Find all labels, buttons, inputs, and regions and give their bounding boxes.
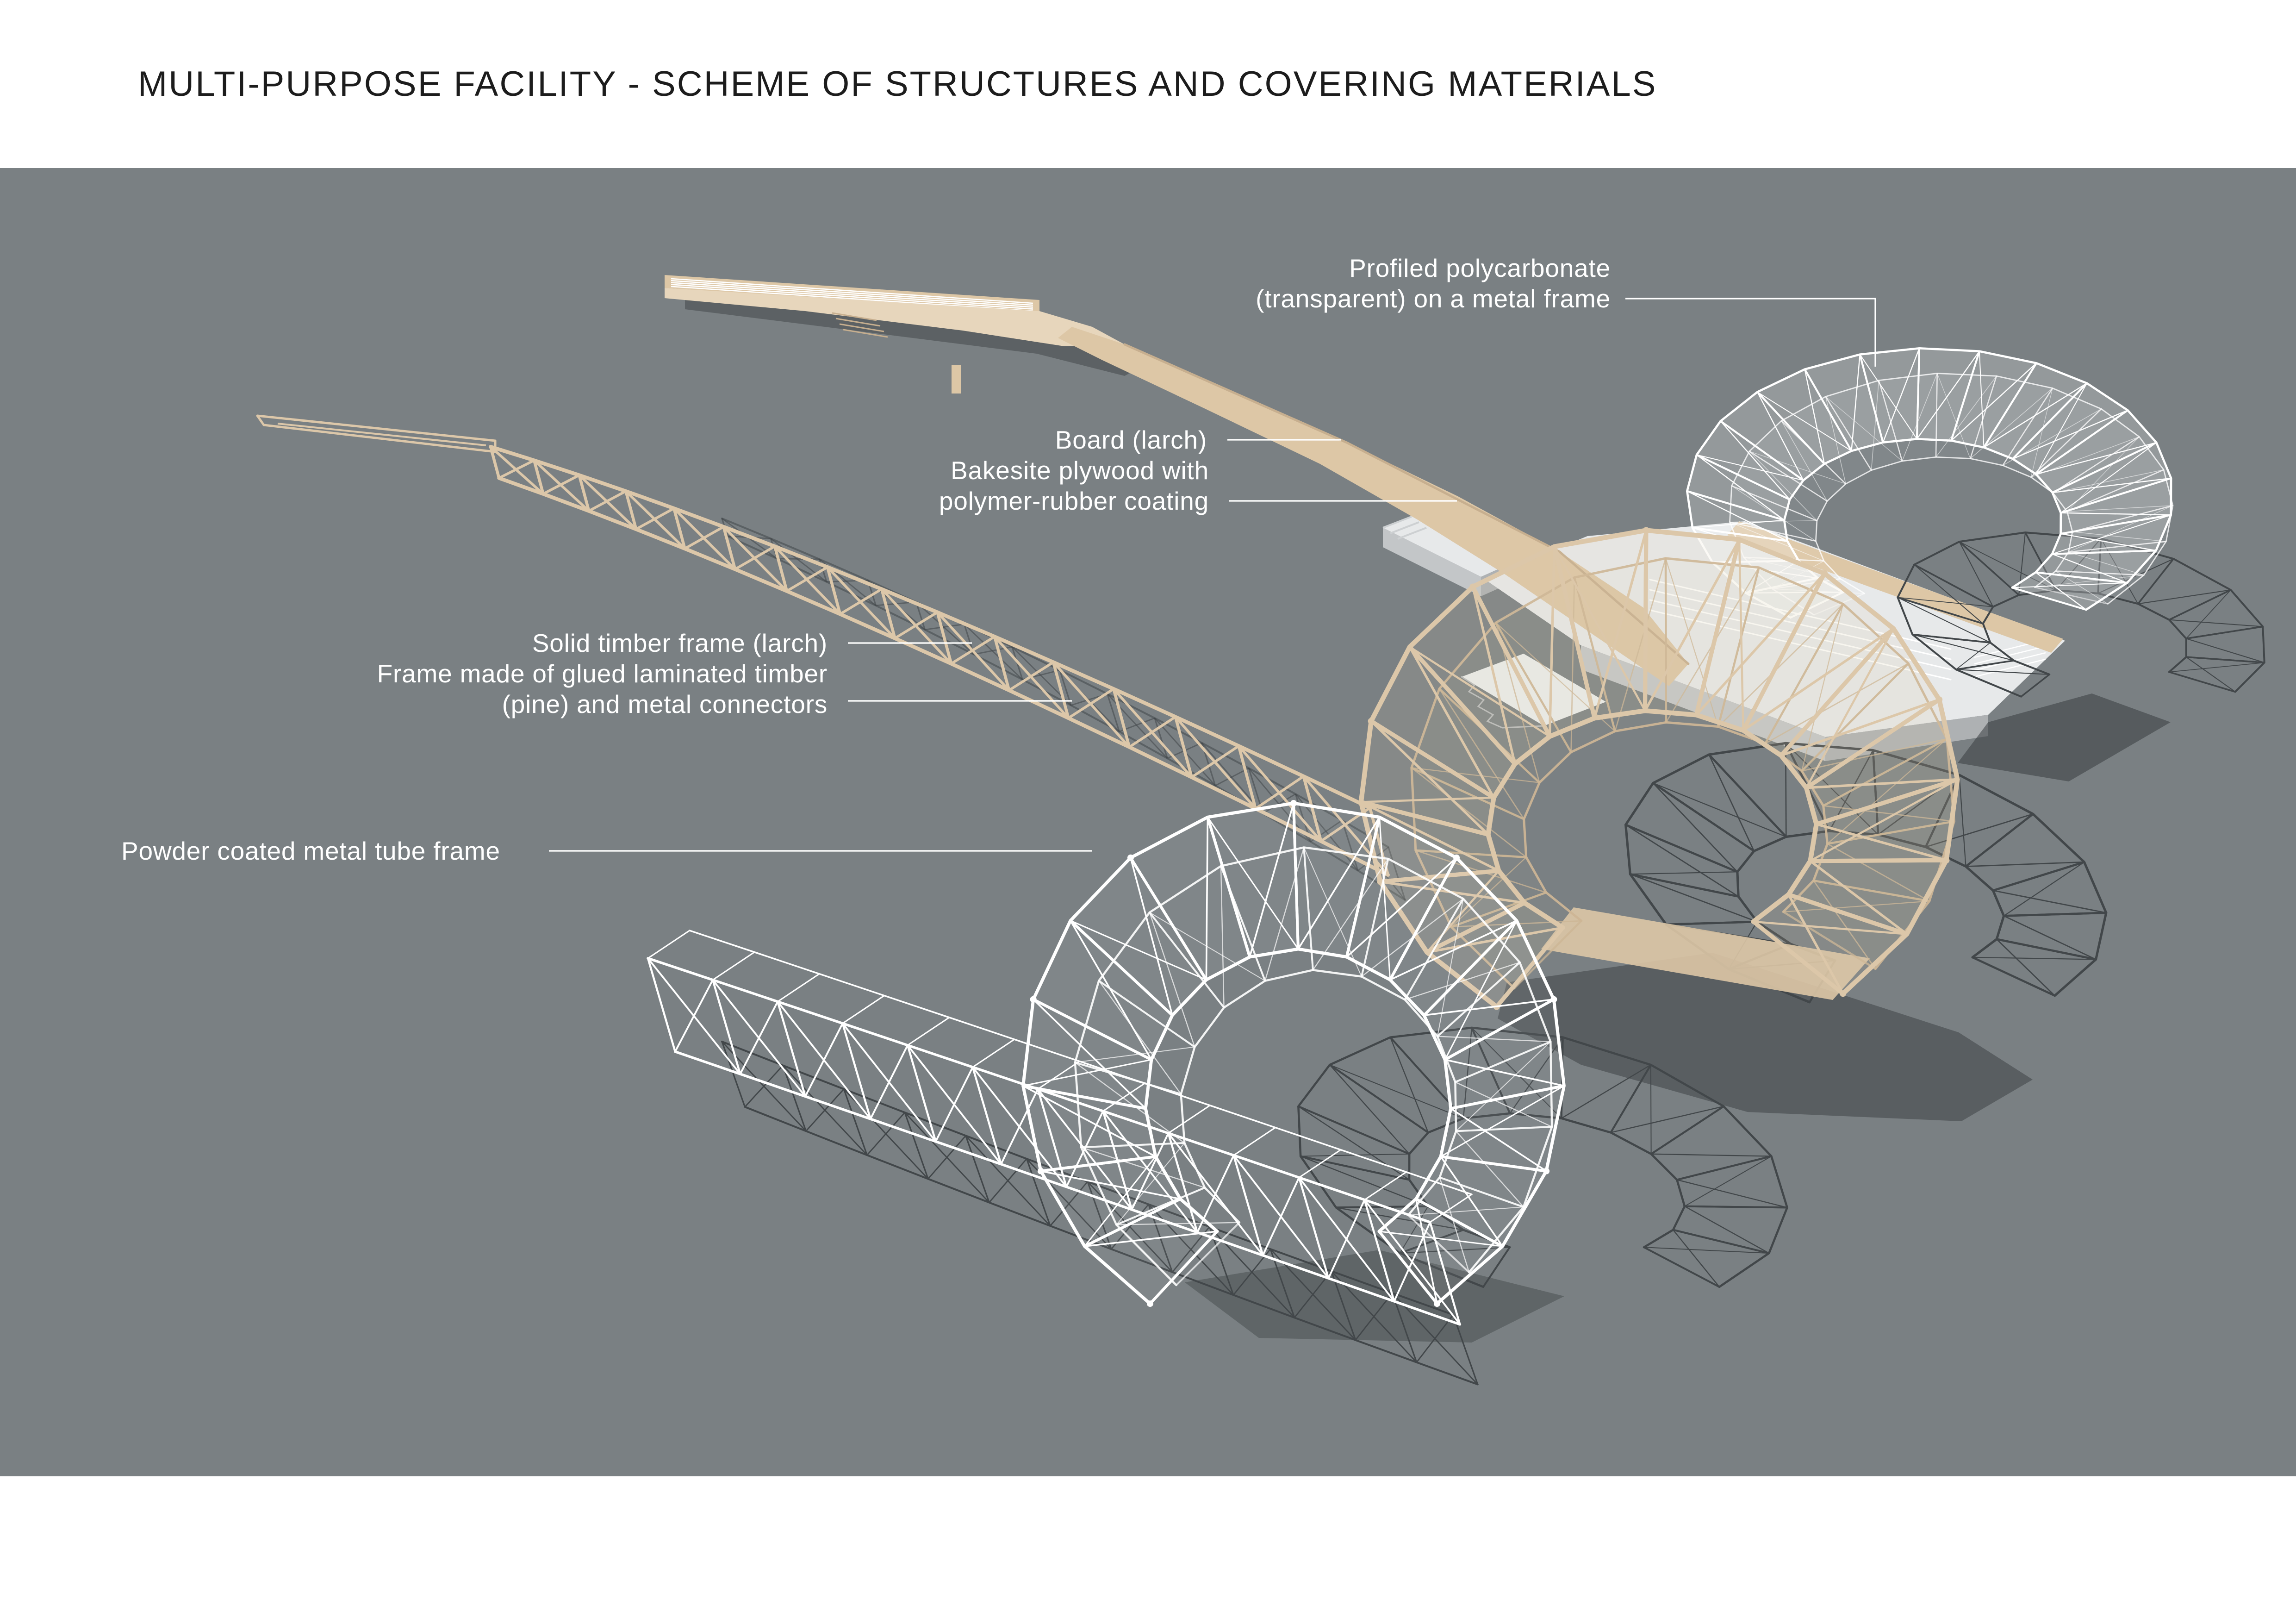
- label-polycarbonate-line2: (transparent) on a metal frame: [1256, 284, 1611, 313]
- timber-shadow: [721, 518, 2108, 1004]
- page-footer: [0, 1476, 2296, 1624]
- glulam-timber-frame: [256, 414, 2108, 1121]
- label-metal-text: Powder coated metal tube frame: [121, 837, 500, 865]
- label-timber-line3: (pine) and metal connectors: [502, 690, 828, 718]
- label-bakesite: Bakesite plywood with polymer-rubber coa…: [939, 455, 1209, 516]
- page-title: MULTI-PURPOSE FACILITY - SCHEME OF STRUC…: [138, 64, 1657, 104]
- polycarbonate-dome: [1686, 347, 2265, 698]
- page-header: MULTI-PURPOSE FACILITY - SCHEME OF STRUC…: [0, 0, 2296, 168]
- label-polycarbonate-line1: Profiled polycarbonate: [1349, 254, 1611, 282]
- label-timber: Solid timber frame (larch) Frame made of…: [377, 628, 828, 719]
- label-timber-line1: Solid timber frame (larch): [532, 629, 828, 657]
- gray-backdrop: [0, 168, 2296, 1476]
- label-polycarbonate: Profiled polycarbonate (transparent) on …: [1256, 253, 1611, 314]
- metal-tube-frame: [647, 800, 1789, 1386]
- label-board-text: Board (larch): [1055, 425, 1207, 454]
- leader-polycarbonate: [1625, 298, 1876, 367]
- leader-lines: [549, 298, 1876, 852]
- label-bakesite-line1: Bakesite plywood with: [951, 456, 1209, 485]
- label-board: Board (larch): [1055, 425, 1207, 455]
- label-metal: Powder coated metal tube frame: [121, 836, 500, 866]
- label-timber-line2: Frame made of glued laminated timber: [377, 659, 828, 688]
- label-bakesite-line2: polymer-rubber coating: [939, 487, 1209, 515]
